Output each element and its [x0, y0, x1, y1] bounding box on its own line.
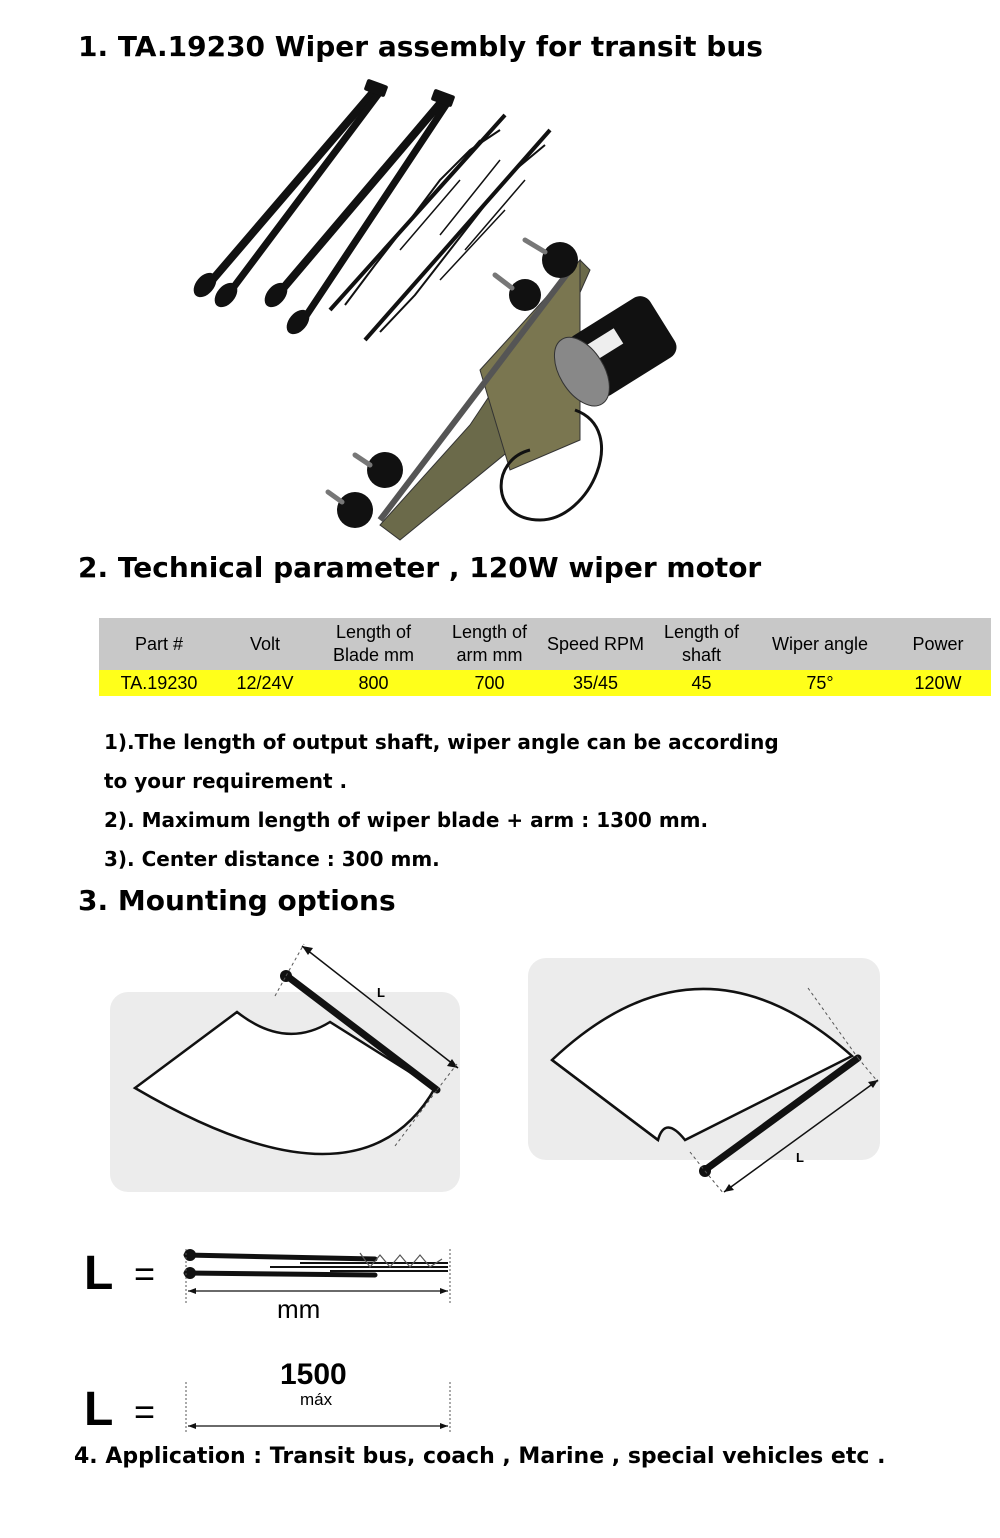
section-1-heading: 1. TA.19230 Wiper assembly for transit b…	[78, 30, 763, 63]
spec-table: Part # Volt Length of Blade mm Length of…	[99, 618, 991, 696]
cell-arm-length: 700	[436, 670, 543, 696]
mounting-diagrams: L L	[132, 943, 879, 1195]
max-length-value: 1500	[280, 1358, 347, 1391]
max-label: máx	[300, 1390, 333, 1409]
col-shaft-length: Length of shaft	[648, 618, 755, 670]
section-2-heading: 2. Technical parameter , 120W wiper moto…	[78, 551, 762, 584]
section-4-heading: 4. Application : Transit bus, coach , Ma…	[74, 1444, 886, 1469]
length-symbol-2: L	[84, 1383, 114, 1436]
unit-mm: mm	[277, 1294, 321, 1324]
col-part: Part #	[99, 618, 219, 670]
length-symbol-1: L	[84, 1247, 114, 1300]
section-3-heading: 3. Mounting options	[78, 884, 396, 917]
left-length-label: L	[377, 985, 385, 1000]
col-arm-length: Length of arm mm	[436, 618, 543, 670]
spec-data-row: TA.19230 12/24V 800 700 35/45 45 75° 120…	[99, 670, 991, 696]
cell-wiper-angle: 75°	[755, 670, 885, 696]
cell-volt: 12/24V	[219, 670, 311, 696]
note-2: 2). Maximum length of wiper blade + arm …	[104, 808, 709, 832]
cell-speed: 35/45	[543, 670, 648, 696]
col-wiper-angle: Wiper angle	[755, 618, 885, 670]
note-1-line-1: 1).The length of output shaft, wiper ang…	[104, 730, 779, 754]
note-3: 3). Center distance : 300 mm.	[104, 847, 440, 871]
arm-blade-length-diagram	[183, 1249, 451, 1303]
cell-power: 120W	[885, 670, 991, 696]
cell-part: TA.19230	[99, 670, 219, 696]
equals-sign-2: =	[134, 1391, 156, 1432]
col-power: Power	[885, 618, 991, 670]
cell-blade-length: 800	[311, 670, 436, 696]
wiper-assembly-image	[193, 79, 677, 541]
spec-header-row: Part # Volt Length of Blade mm Length of…	[99, 618, 991, 670]
max-length-dimension	[185, 1382, 451, 1432]
col-blade-length: Length of Blade mm	[311, 618, 436, 670]
note-1-line-2: to your requirement .	[104, 769, 348, 793]
right-length-label: L	[796, 1150, 804, 1165]
col-volt: Volt	[219, 618, 311, 670]
equals-sign-1: =	[134, 1253, 156, 1294]
cell-shaft-length: 45	[648, 670, 755, 696]
col-speed: Speed RPM	[543, 618, 648, 670]
